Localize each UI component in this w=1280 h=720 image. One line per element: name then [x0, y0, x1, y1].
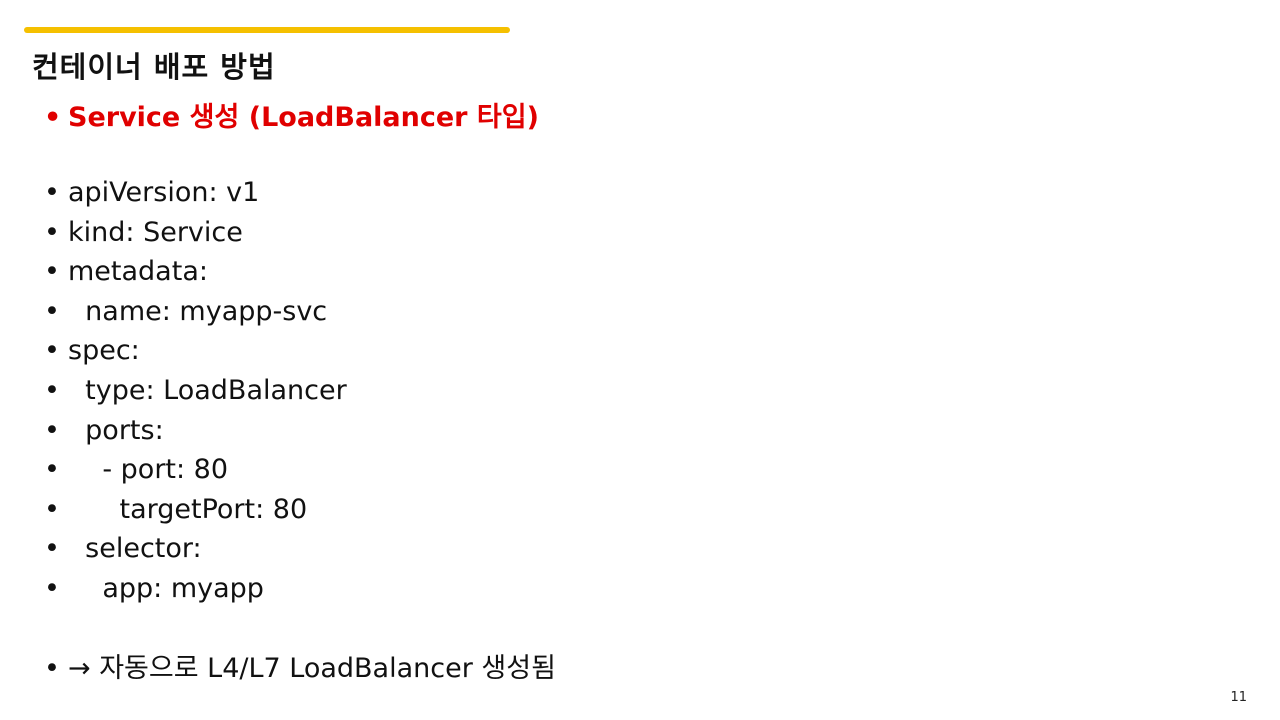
accent-bar [24, 27, 510, 33]
bullet-icon: • [44, 374, 60, 406]
list-item: • app: myapp [44, 569, 347, 609]
list-item: •metadata: [44, 252, 347, 292]
bullet-icon: • [44, 335, 60, 367]
bullet-icon: • [44, 216, 60, 248]
bullet-icon: • [44, 533, 60, 565]
yaml-line: ports: [68, 414, 164, 446]
list-item: • type: LoadBalancer [44, 371, 347, 411]
bullet-icon: • [44, 653, 60, 684]
bullet-icon: • [44, 295, 60, 327]
yaml-line: app: myapp [68, 572, 264, 604]
yaml-line: selector: [68, 533, 202, 565]
subtitle: •Service 생성 (LoadBalancer 타입) [44, 95, 539, 134]
bullet-icon: • [44, 572, 60, 604]
bullet-icon: • [44, 256, 60, 288]
yaml-line: name: myapp-svc [68, 295, 328, 327]
list-item: • ports: [44, 411, 347, 451]
bullet-icon: • [44, 102, 62, 133]
bullet-icon: • [44, 493, 60, 525]
list-item: • selector: [44, 529, 347, 569]
yaml-bullet-list: •apiVersion: v1 •kind: Service •metadata… [44, 173, 347, 609]
list-item: •kind: Service [44, 213, 347, 253]
yaml-line: type: LoadBalancer [68, 374, 347, 406]
bullet-icon: • [44, 177, 60, 208]
yaml-line: spec: [68, 335, 140, 367]
yaml-line: apiVersion: v1 [68, 177, 260, 208]
list-item: • targetPort: 80 [44, 490, 347, 530]
conclusion-text: → 자동으로 L4/L7 LoadBalancer 생성됨 [68, 653, 556, 684]
yaml-line: metadata: [68, 256, 208, 288]
page-number: 11 [1230, 690, 1247, 705]
yaml-line: kind: Service [68, 216, 243, 248]
yaml-line: targetPort: 80 [68, 493, 308, 525]
subtitle-text: Service 생성 (LoadBalancer 타입) [68, 102, 539, 133]
list-item: •spec: [44, 331, 347, 371]
bullet-icon: • [44, 414, 60, 446]
yaml-line: - port: 80 [68, 454, 229, 486]
list-item: • name: myapp-svc [44, 292, 347, 332]
list-item: • apiVersion: v1 [44, 173, 347, 213]
slide-title: 컨테이너 배포 방법 [32, 50, 276, 84]
list-item: • - port: 80 [44, 450, 347, 490]
bullet-icon: • [44, 454, 60, 486]
conclusion-line: • → 자동으로 L4/L7 LoadBalancer 생성됨 [44, 646, 556, 685]
